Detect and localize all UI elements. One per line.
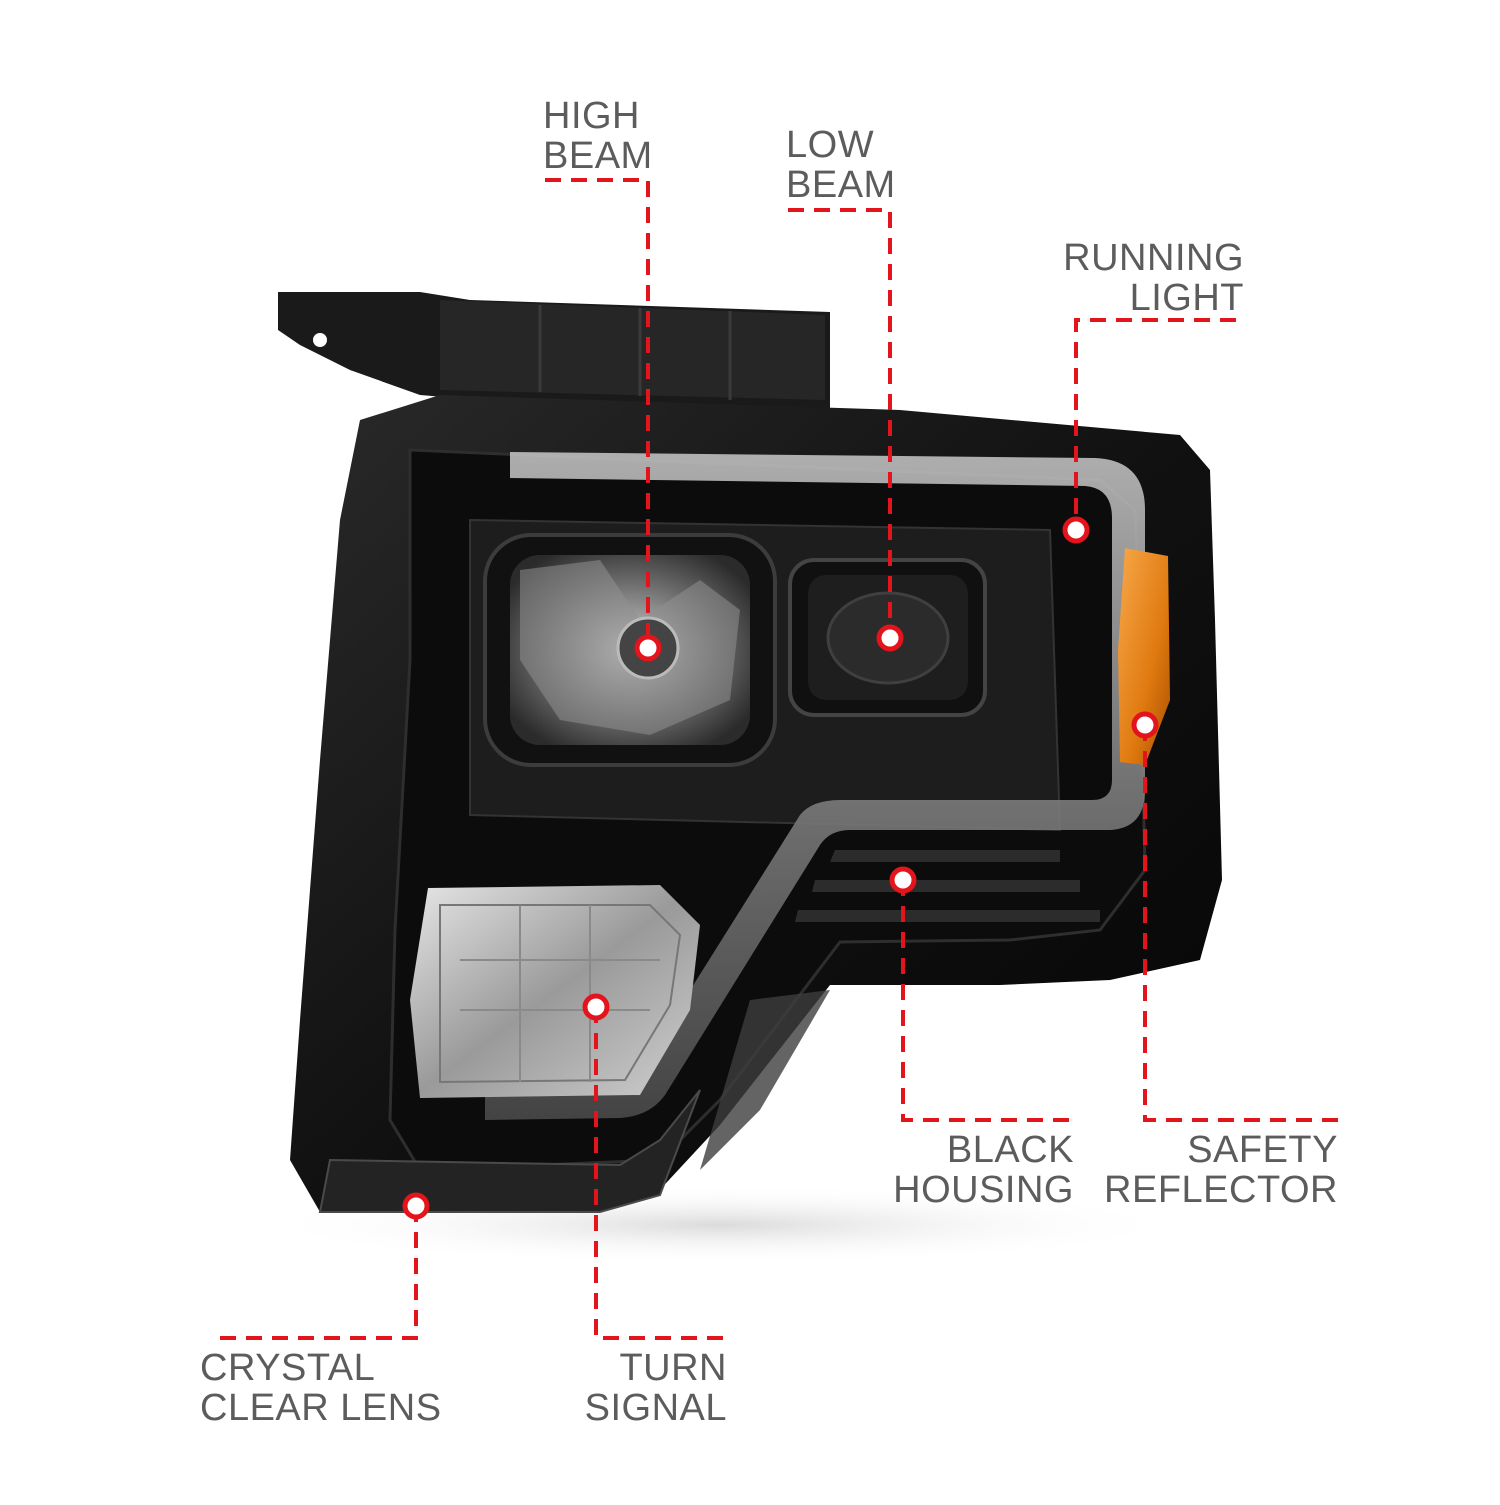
label-high-beam-line1: HIGH: [543, 95, 640, 137]
high-beam-reflector: [483, 533, 777, 767]
callout-high-beam-line: [545, 178, 650, 648]
label-black-housing-line1: BLACK: [946, 1129, 1074, 1171]
housing-ribs: [795, 850, 1100, 922]
label-low-beam: LOW BEAM: [786, 125, 896, 205]
label-running-light-line2: LIGHT: [1129, 277, 1244, 319]
safety-reflector-dot: [1131, 711, 1159, 739]
label-crystal-clear-lens-line2: CLEAR LENS: [200, 1387, 442, 1429]
callout-safety-reflector-line: [1143, 725, 1338, 1122]
label-running-light: RUNNING LIGHT: [1063, 238, 1244, 318]
amber-safety-reflector: [1118, 548, 1170, 765]
turn-signal-dot: [582, 993, 610, 1021]
label-high-beam: HIGH BEAM: [543, 96, 653, 176]
low-beam-dot: [876, 624, 904, 652]
turn-signal-reflector: [410, 885, 700, 1098]
label-crystal-clear-lens-line1: CRYSTAL: [200, 1347, 376, 1389]
running-light-dot: [1062, 516, 1090, 544]
callout-dots: [402, 516, 1159, 1220]
label-low-beam-line2: BEAM: [786, 164, 896, 206]
crystal-clear-lens-edge: [318, 1089, 701, 1213]
crystal-clear-lens-dot: [402, 1192, 430, 1220]
label-safety-reflector: SAFETY REFLECTOR: [1104, 1130, 1338, 1210]
label-safety-reflector-line2: REFLECTOR: [1104, 1169, 1338, 1211]
callout-turn-signal-line: [594, 1007, 727, 1340]
label-low-beam-line1: LOW: [786, 124, 875, 166]
label-turn-signal-line2: SIGNAL: [584, 1387, 727, 1429]
callout-black-housing-line: [901, 880, 1075, 1122]
callout-low-beam-line: [788, 208, 892, 638]
label-turn-signal: TURN SIGNAL: [585, 1348, 727, 1428]
callout-crystal-clear-lens-line: [210, 1206, 418, 1340]
label-black-housing: BLACK HOUSING: [893, 1130, 1074, 1210]
black-housing-dot: [889, 866, 917, 894]
callout-running-light-line: [1074, 318, 1236, 530]
label-crystal-clear-lens: CRYSTAL CLEAR LENS: [200, 1348, 442, 1428]
label-running-light-line1: RUNNING: [1063, 237, 1244, 279]
high-beam-dot: [634, 634, 662, 662]
label-turn-signal-line1: TURN: [619, 1347, 727, 1389]
mounting-bracket: [278, 292, 830, 418]
label-black-housing-line2: HOUSING: [893, 1169, 1074, 1211]
label-high-beam-line2: BEAM: [543, 135, 653, 177]
label-safety-reflector-line1: SAFETY: [1187, 1129, 1338, 1171]
